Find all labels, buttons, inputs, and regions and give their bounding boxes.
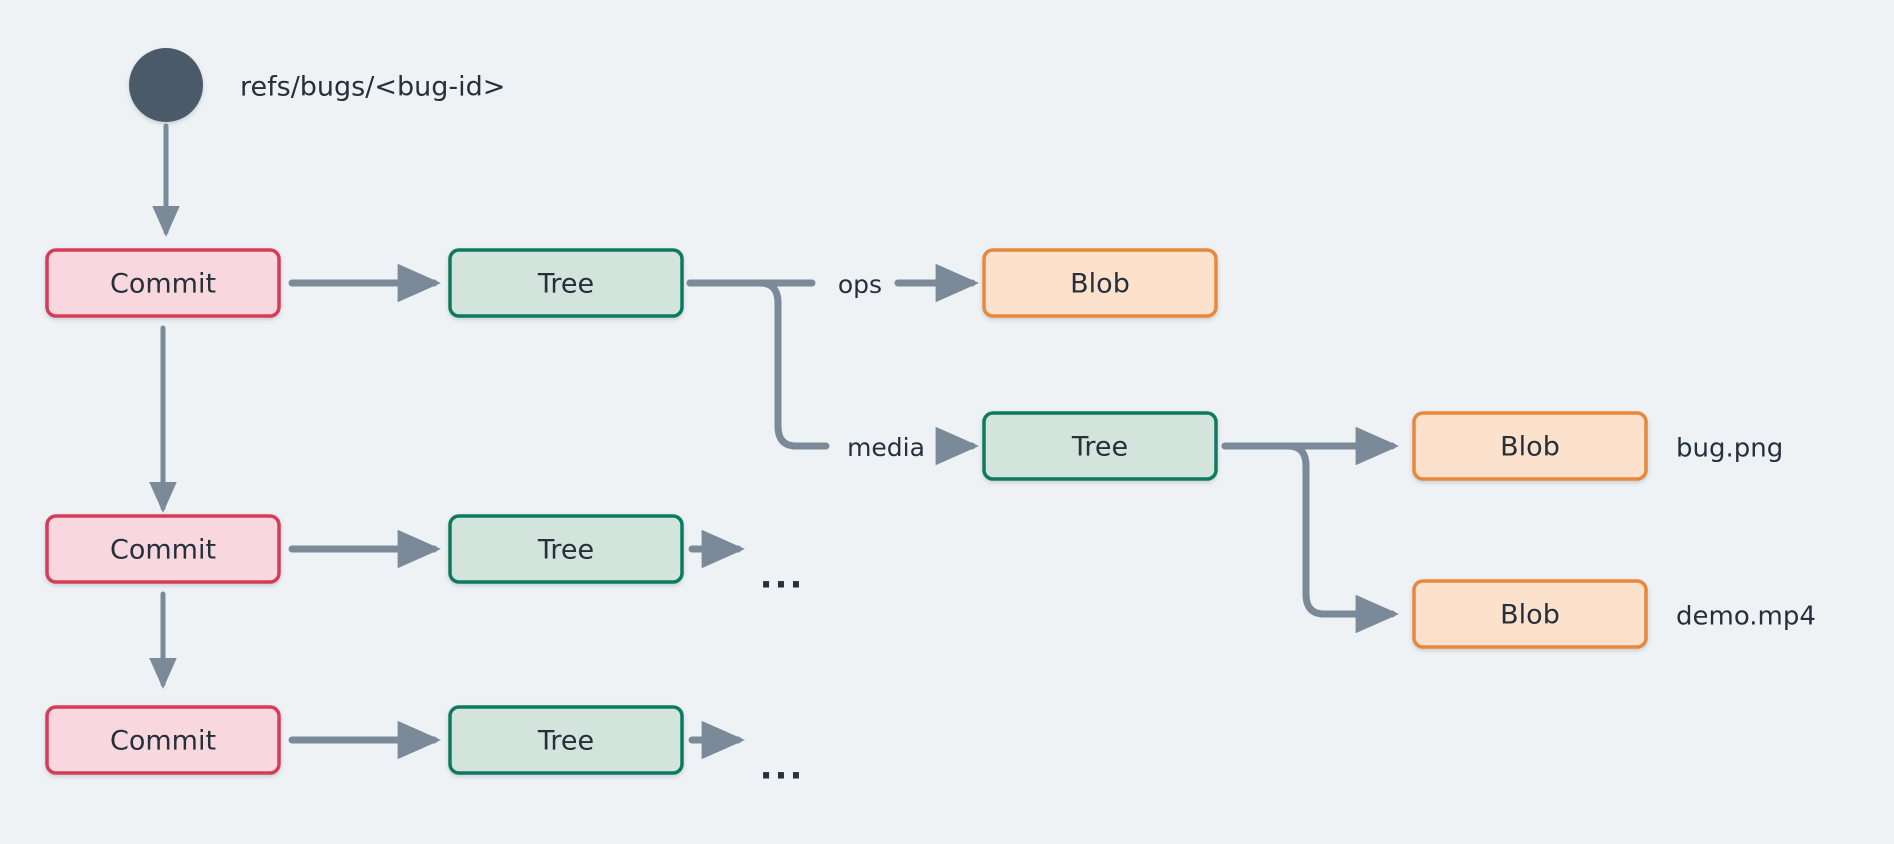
ref-label: refs/bugs/<bug-id> — [240, 72, 505, 103]
file-label-bug-png: bug.png — [1676, 434, 1783, 464]
edge-label-media: media — [847, 433, 925, 462]
tree-1-box — [448, 248, 684, 318]
node-tree-media[interactable]: Tree — [982, 411, 1218, 481]
node-commit-3[interactable]: Commit — [45, 705, 281, 775]
node-commit-2[interactable]: Commit — [45, 514, 281, 584]
ref-root-node[interactable] — [129, 48, 203, 122]
tree-3-label: Tree — [537, 726, 594, 757]
commit-1-box — [45, 248, 281, 318]
blob-ops-label: Blob — [1070, 269, 1130, 300]
commit-1-label: Commit — [110, 269, 216, 300]
edge-tree1-to-media-label — [686, 279, 830, 450]
edge-label-ops: ops — [838, 270, 882, 299]
ellipsis-row-2: ... — [760, 557, 805, 597]
ellipsis-row-3: ... — [760, 748, 805, 788]
tree-1-label: Tree — [537, 269, 594, 300]
node-blob-ops[interactable]: Blob — [982, 248, 1218, 318]
edge-treemedia-to-blob-demomp4 — [1221, 442, 1400, 634]
node-tree-3[interactable]: Tree — [448, 705, 684, 775]
commit-3-box — [45, 705, 281, 775]
blob-demo-mp4-box — [1412, 579, 1648, 649]
node-blob-demo-mp4[interactable]: Blob — [1412, 579, 1648, 649]
node-blob-bug-png[interactable]: Blob — [1412, 411, 1648, 481]
commit-2-label: Commit — [110, 535, 216, 566]
blob-bug-png-label: Blob — [1500, 432, 1560, 463]
commit-2-box — [45, 514, 281, 584]
tree-3-box — [448, 705, 684, 775]
file-label-demo-mp4: demo.mp4 — [1676, 602, 1816, 632]
blob-bug-png-box — [1412, 411, 1648, 481]
filled-circle-icon — [129, 48, 203, 122]
tree-media-box — [982, 411, 1218, 481]
tree-2-label: Tree — [537, 535, 594, 566]
node-commit-1[interactable]: Commit — [45, 248, 281, 318]
node-tree-1[interactable]: Tree — [448, 248, 684, 318]
blob-ops-box — [982, 248, 1218, 318]
commit-3-label: Commit — [110, 726, 216, 757]
node-tree-2[interactable]: Tree — [448, 514, 684, 584]
tree-media-label: Tree — [1071, 432, 1128, 463]
tree-2-box — [448, 514, 684, 584]
blob-demo-mp4-label: Blob — [1500, 600, 1560, 631]
